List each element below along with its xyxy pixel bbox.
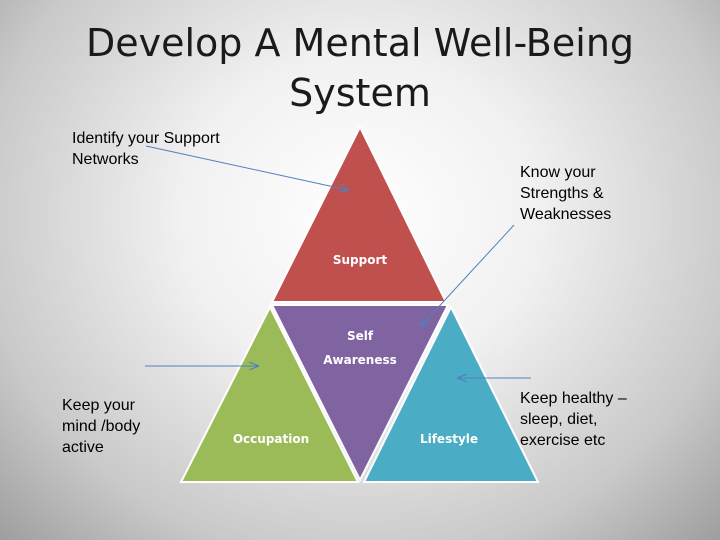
lifestyle-label: Lifestyle xyxy=(420,432,478,446)
occupation-label: Occupation xyxy=(233,432,309,446)
mind-body-line-3: active xyxy=(62,439,104,456)
slide-title-line-2: System xyxy=(289,71,431,115)
strengths-line-3: Weaknesses xyxy=(520,206,612,223)
lifestyle-triangle xyxy=(362,304,540,483)
slide-title-line-1: Develop A Mental Well-Being xyxy=(85,21,635,65)
strengths-line-1: Know your xyxy=(520,164,596,181)
healthy-line-3: exercise etc xyxy=(520,432,606,449)
occupation-triangle xyxy=(179,304,360,483)
support-label: Support xyxy=(333,253,388,267)
healthy-line-2: sleep, diet, xyxy=(520,411,598,428)
strengths-arrow xyxy=(421,224,515,326)
healthy-note: Keep healthy – sleep, diet, exercise etc xyxy=(520,388,627,451)
mind-body-line-1: Keep your xyxy=(62,397,135,414)
support-networks-arrow xyxy=(145,145,348,190)
slide-title: Develop A Mental Well-Being System xyxy=(0,18,720,118)
support-triangle xyxy=(270,124,448,303)
self-awareness-triangle xyxy=(270,304,450,483)
mind-body-line-2: mind /body xyxy=(62,418,141,435)
strengths-note: Know your Strengths & Weaknesses xyxy=(520,162,611,225)
healthy-line-1: Keep healthy – xyxy=(520,390,627,407)
mind-body-note: Keep your mind /body active xyxy=(62,395,140,458)
strengths-line-2: Strengths & xyxy=(520,185,604,202)
support-networks-line-2: Networks xyxy=(72,151,139,168)
support-networks-note: Identify your Support Networks xyxy=(72,128,220,170)
awareness-label: Awareness xyxy=(323,353,397,367)
self-label: Self xyxy=(347,329,374,343)
support-networks-line-1: Identify your Support xyxy=(72,130,220,147)
